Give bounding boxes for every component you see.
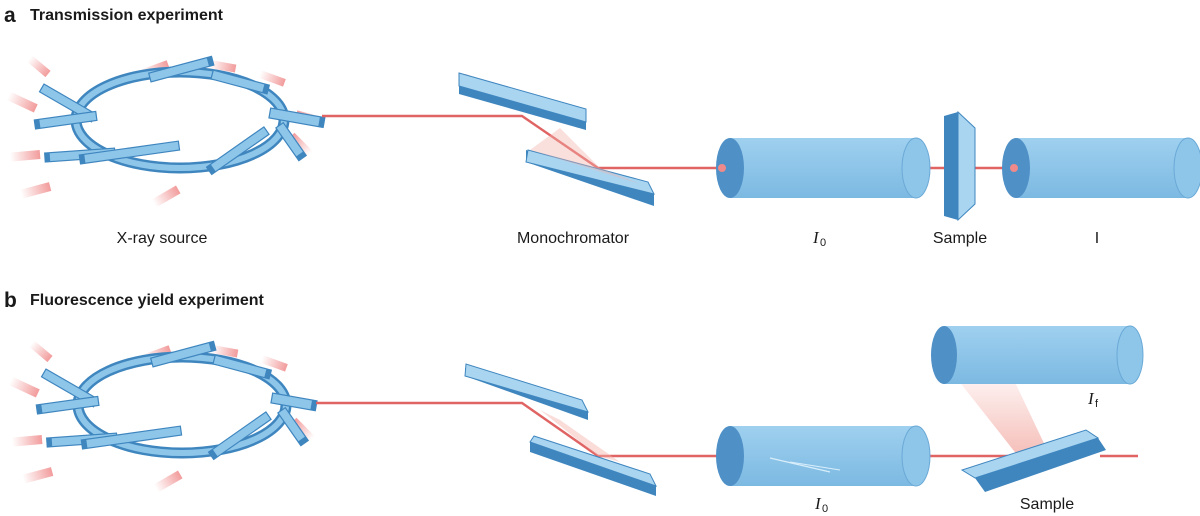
label-if-main: I <box>1087 389 1095 408</box>
label-xray-source: X-ray source <box>117 230 208 247</box>
detector-if-b <box>931 325 1144 385</box>
panel-b: b Fluorescence yield experiment <box>4 289 1144 515</box>
panel-a-title: Transmission experiment <box>30 7 224 24</box>
label-monochromator: Monochromator <box>517 230 630 247</box>
label-i0-b-main: I <box>814 494 822 513</box>
beam-b <box>316 401 722 458</box>
label-i0-sub: 0 <box>820 237 826 249</box>
label-sample-a: Sample <box>933 230 987 247</box>
panel-a-letter: a <box>4 4 16 27</box>
beamline-stubs <box>33 55 326 176</box>
beam-a <box>322 114 722 170</box>
label-i0-main: I <box>812 228 820 247</box>
fluorescence-fan <box>958 380 1050 456</box>
panel-a: a Transmission experiment <box>4 4 1200 249</box>
detector-i0-a <box>716 137 931 199</box>
label-if-sub: f <box>1095 398 1099 410</box>
label-i-detector: I <box>1095 230 1099 247</box>
panel-b-title: Fluorescence yield experiment <box>30 292 265 309</box>
sample-b <box>960 429 1106 492</box>
sample-a <box>944 110 976 222</box>
monochromator-a <box>458 72 655 206</box>
xray-source-ring-b <box>8 340 318 493</box>
detector-i0-b <box>716 425 931 487</box>
panel-b-letter: b <box>4 289 17 312</box>
xray-source-ring <box>6 55 327 208</box>
detector-i-a <box>1002 137 1200 199</box>
monochromator-b <box>464 363 657 496</box>
label-i0-b-sub: 0 <box>822 503 828 515</box>
label-sample-b: Sample <box>1020 496 1074 513</box>
